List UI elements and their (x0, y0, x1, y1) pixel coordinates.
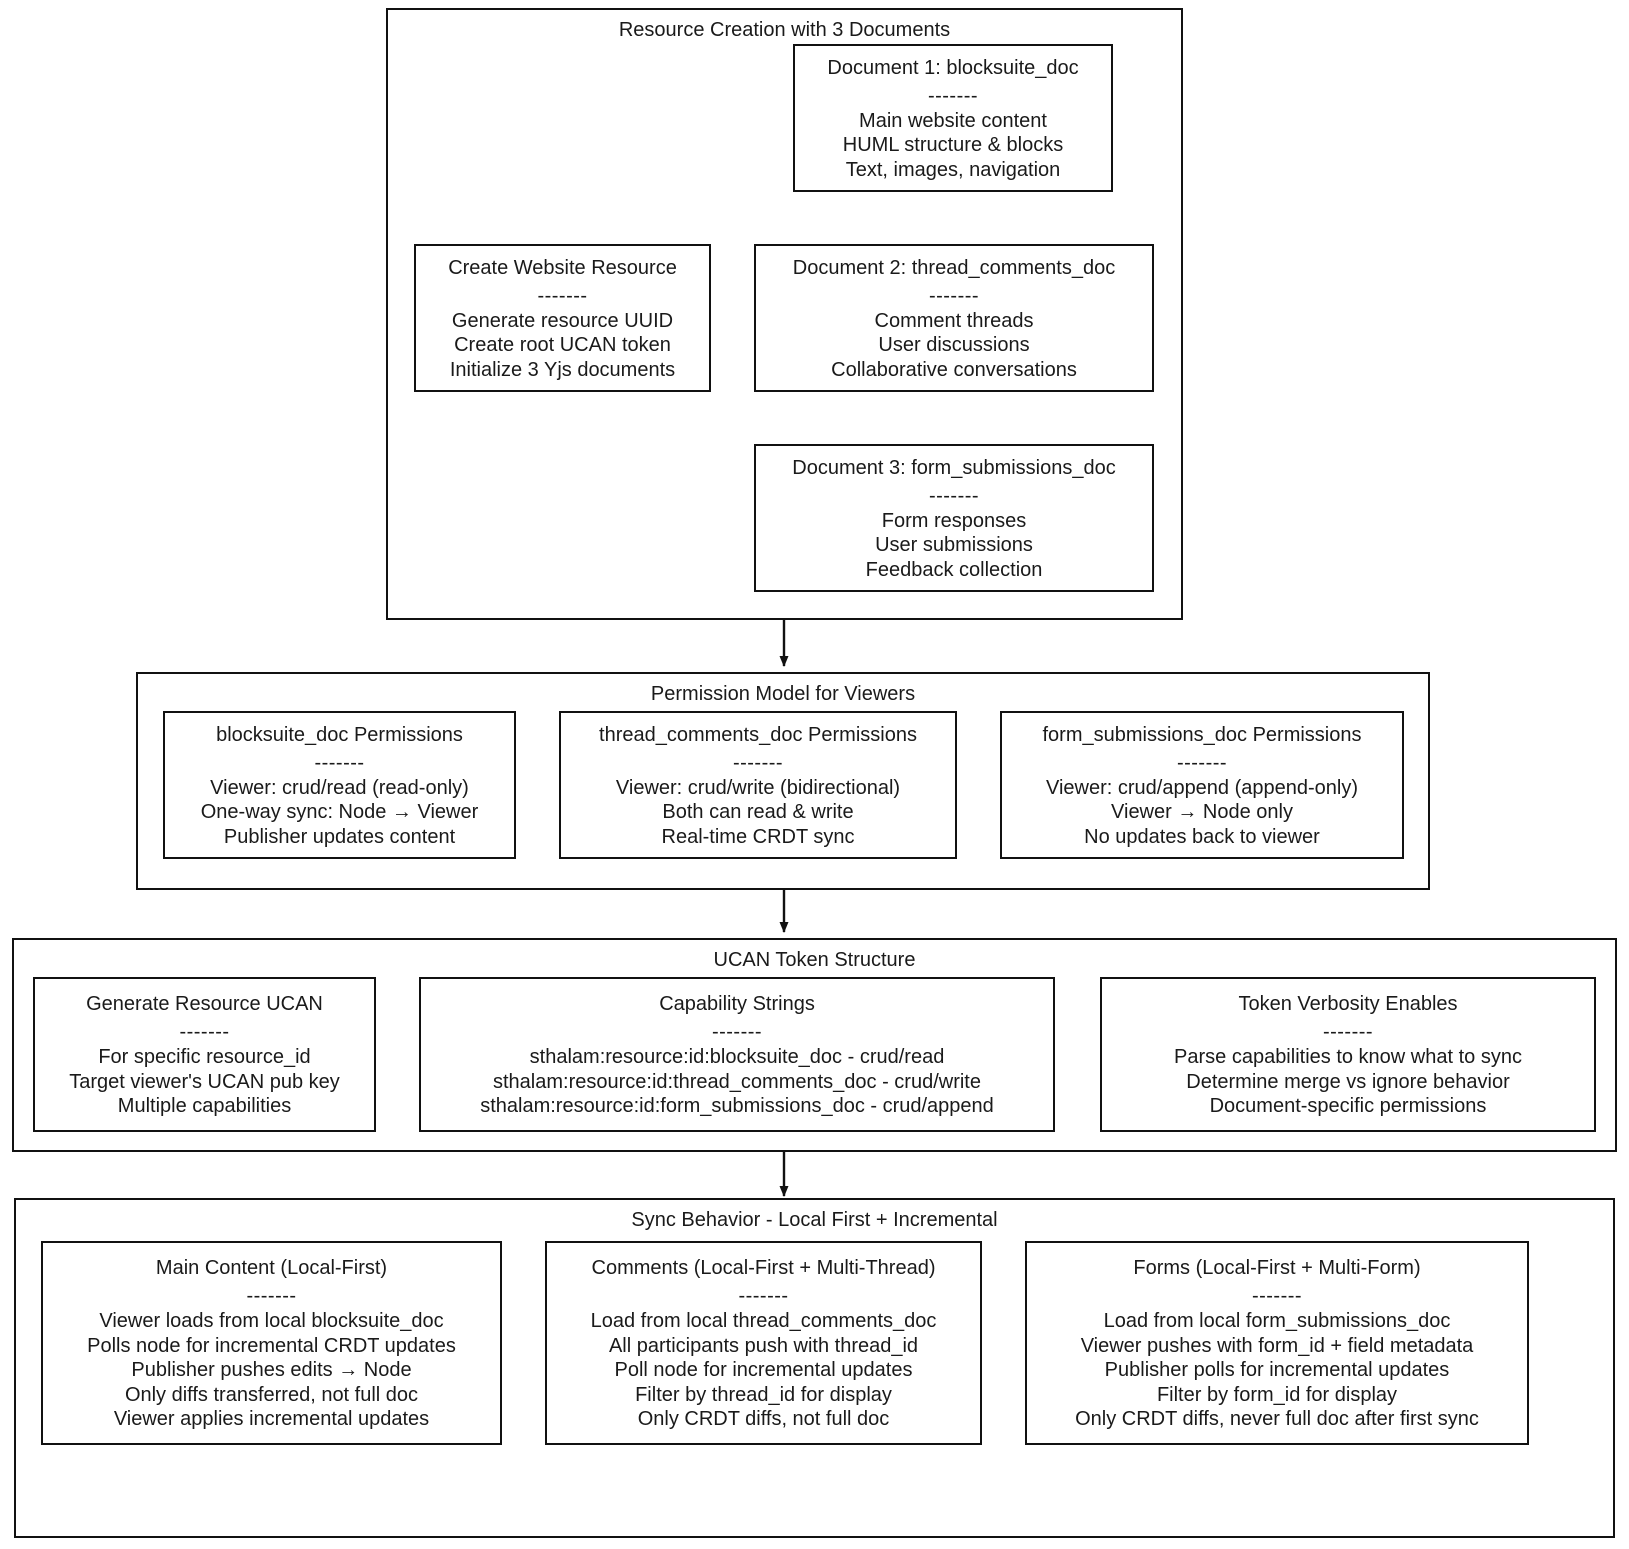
node-title: Comments (Local-First + Multi-Thread) (591, 1257, 936, 1280)
node-separator: ------- (928, 484, 980, 507)
node-line: Document-specific permissions (1209, 1095, 1487, 1118)
node-line: Only diffs transferred, not full doc (124, 1383, 419, 1406)
node-line: HUML structure & blocks (842, 134, 1064, 157)
node-line: Only CRDT diffs, not full doc (637, 1408, 890, 1431)
node-line: Collaborative conversations (831, 358, 1077, 381)
node-line: Publisher updates content (223, 825, 456, 848)
subgraph-title-ucan-token-structure: UCAN Token Structure (713, 949, 916, 971)
node-separator: ------- (179, 1021, 230, 1044)
node-separator: ------- (732, 751, 784, 774)
subgraph-title-resource-creation: Resource Creation with 3 Documents (618, 19, 951, 41)
node-separator: ------- (927, 84, 979, 107)
node-line: Main website content (859, 109, 1047, 132)
node-separator: ------- (246, 1285, 297, 1308)
node-line: Determine merge vs ignore behavior (1186, 1070, 1510, 1093)
node-line: Initialize 3 Yjs documents (449, 358, 676, 381)
node-capability-strings[interactable]: Capability Strings ------- sthalam:resou… (419, 977, 1055, 1132)
node-title: form_submissions_doc Permissions (1042, 723, 1362, 746)
node-separator: ------- (738, 1285, 789, 1308)
node-line: Viewer → Node only (1111, 801, 1293, 824)
node-line: sthalam:resource:id:thread_comments_doc … (493, 1070, 981, 1093)
node-line: Viewer pushes with form_id + field metad… (1080, 1334, 1474, 1357)
node-separator: ------- (314, 751, 365, 774)
node-line: sthalam:resource:id:form_submissions_doc… (480, 1095, 994, 1118)
node-title: Token Verbosity Enables (1238, 993, 1458, 1016)
node-main-content-sync[interactable]: Main Content (Local-First) ------- Viewe… (41, 1241, 502, 1445)
node-line: sthalam:resource:id:blocksuite_doc - cru… (529, 1046, 945, 1069)
node-line: Publisher pushes edits → Node (131, 1359, 412, 1382)
node-line: No updates back to viewer (1084, 825, 1320, 848)
node-title: thread_comments_doc Permissions (599, 723, 917, 746)
node-line: Viewer: crud/write (bidirectional) (615, 776, 901, 799)
node-line: User submissions (875, 534, 1033, 557)
node-separator: ------- (711, 1021, 763, 1044)
node-separator: ------- (537, 284, 588, 307)
node-line: Both can read & write (662, 801, 854, 824)
node-form-submissions-doc-permissions[interactable]: form_submissions_doc Permissions -------… (1000, 711, 1404, 859)
node-title: Capability Strings (659, 993, 815, 1016)
node-title: Document 1: blocksuite_doc (827, 56, 1079, 79)
node-line: Load from local form_submissions_doc (1103, 1310, 1451, 1333)
node-line: Load from local thread_comments_doc (590, 1310, 937, 1333)
node-comments-sync[interactable]: Comments (Local-First + Multi-Thread) --… (545, 1241, 982, 1445)
node-line: Viewer: crud/read (read-only) (210, 776, 469, 799)
subgraph-title-sync-behavior: Sync Behavior - Local First + Incrementa… (631, 1209, 998, 1231)
node-line: Comment threads (874, 309, 1034, 332)
node-blocksuite-doc-permissions[interactable]: blocksuite_doc Permissions ------- Viewe… (163, 711, 516, 859)
node-token-verbosity-enables[interactable]: Token Verbosity Enables ------- Parse ca… (1100, 977, 1596, 1132)
node-line: Filter by thread_id for display (635, 1383, 892, 1406)
node-separator: ------- (1176, 751, 1228, 774)
node-line: Generate resource UUID (451, 309, 674, 332)
node-title: Generate Resource UCAN (86, 993, 323, 1016)
node-line: All participants push with thread_id (608, 1334, 919, 1357)
node-separator: ------- (928, 284, 980, 307)
node-title: Document 2: thread_comments_doc (792, 256, 1116, 279)
node-title: Forms (Local-First + Multi-Form) (1133, 1257, 1421, 1280)
node-line: Viewer: crud/append (append-only) (1045, 776, 1359, 799)
node-forms-sync[interactable]: Forms (Local-First + Multi-Form) -------… (1025, 1241, 1529, 1445)
node-separator: ------- (1322, 1021, 1374, 1044)
node-title: Document 3: form_submissions_doc (792, 456, 1116, 479)
node-line: Poll node for incremental updates (614, 1359, 913, 1382)
node-line: Parse capabilities to know what to sync (1174, 1046, 1522, 1069)
node-line: One-way sync: Node → Viewer (200, 801, 479, 824)
node-line: Feedback collection (865, 558, 1043, 581)
node-create-website-resource[interactable]: Create Website Resource ------- Generate… (414, 244, 711, 392)
node-line: Polls node for incremental CRDT updates (87, 1334, 456, 1357)
node-line: Viewer loads from local blocksuite_doc (99, 1310, 444, 1333)
node-separator: ------- (1251, 1285, 1303, 1308)
node-title: Create Website Resource (448, 256, 677, 279)
node-line: Real-time CRDT sync (661, 825, 855, 848)
node-document-2[interactable]: Document 2: thread_comments_doc ------- … (754, 244, 1154, 392)
node-thread-comments-doc-permissions[interactable]: thread_comments_doc Permissions ------- … (559, 711, 957, 859)
node-line: Publisher polls for incremental updates (1104, 1359, 1450, 1382)
node-title: blocksuite_doc Permissions (216, 723, 463, 746)
subgraph-title-permission-model: Permission Model for Viewers (650, 683, 916, 705)
node-document-1[interactable]: Document 1: blocksuite_doc ------- Main … (793, 44, 1113, 192)
node-line: Multiple capabilities (117, 1095, 292, 1118)
node-line: Create root UCAN token (454, 334, 671, 357)
node-line: Target viewer's UCAN pub key (69, 1070, 340, 1093)
node-line: Filter by form_id for display (1156, 1383, 1398, 1406)
node-title: Main Content (Local-First) (155, 1257, 388, 1280)
node-document-3[interactable]: Document 3: form_submissions_doc -------… (754, 444, 1154, 592)
node-generate-resource-ucan[interactable]: Generate Resource UCAN ------- For speci… (33, 977, 376, 1132)
node-line: Text, images, navigation (845, 158, 1061, 181)
node-line: Only CRDT diffs, never full doc after fi… (1075, 1408, 1479, 1431)
node-line: Form responses (881, 509, 1027, 532)
node-line: Viewer applies incremental updates (113, 1408, 430, 1431)
node-line: User discussions (878, 334, 1030, 357)
node-line: For specific resource_id (98, 1046, 311, 1069)
